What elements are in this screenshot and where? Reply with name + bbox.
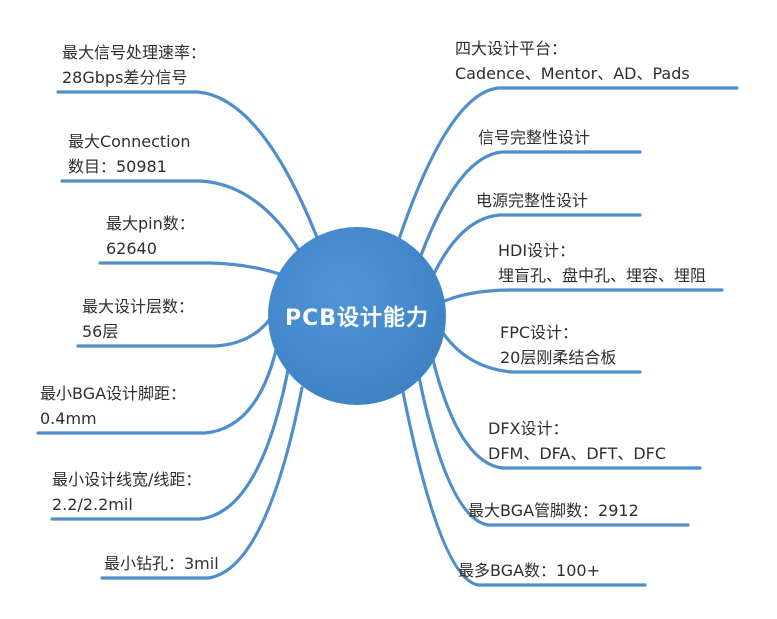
branch-curve-right-7: [417, 375, 690, 527]
branch-label-line1: 四大设计平台：: [455, 39, 568, 58]
branch-hdi-design: HDI设计： 埋盲孔、盘中孔、埋容、埋阻: [498, 238, 706, 288]
branch-label-line2: 2.2/2.2mil: [52, 495, 133, 514]
branch-min-bga-pitch: 最小BGA设计脚距： 0.4mm: [40, 381, 186, 431]
branch-label-line1: 最小设计线宽/线距：: [52, 470, 202, 489]
branch-curve-right-6: [430, 354, 702, 470]
branch-max-bga-count: 最多BGA数：100+: [458, 558, 600, 583]
branch-label-line2: 56层: [82, 322, 119, 341]
branch-curve-right-1: [396, 86, 739, 244]
branch-max-layer-count: 最大设计层数： 56层: [82, 294, 194, 344]
center-node: PCB设计能力: [268, 227, 446, 405]
branch-design-platforms: 四大设计平台： Cadence、Mentor、AD、Pads: [455, 36, 690, 86]
branch-min-drill: 最小钻孔：3mil: [104, 551, 219, 576]
branch-curve-left-2: [60, 179, 302, 254]
branch-label-line1: HDI设计：: [498, 241, 576, 260]
branch-label-line2: 28Gbps差分信号: [62, 68, 188, 87]
branch-min-trace-width-spacing: 最小设计线宽/线距： 2.2/2.2mil: [52, 467, 201, 517]
branch-curve-right-2: [418, 150, 642, 260]
branch-curve-right-4: [438, 288, 724, 305]
branch-curve-left-5: [36, 344, 279, 435]
branch-curve-left-3: [98, 261, 287, 278]
branch-max-pin-count: 最大pin数： 62640: [106, 211, 195, 261]
branch-max-bga-pins: 最大BGA管脚数：2912: [468, 498, 639, 523]
branch-max-connection: 最大Connection 数目：50981: [68, 129, 191, 179]
branch-max-signal-rate: 最大信号处理速率： 28Gbps差分信号: [62, 40, 206, 90]
branch-curve-right-3: [430, 213, 642, 280]
branch-curve-left-7: [100, 386, 304, 580]
branch-label-line1: 电源完整性设计: [476, 191, 589, 210]
branch-curve-left-6: [50, 368, 290, 521]
branch-label-line2: 20层刚柔结合板: [500, 348, 617, 367]
branch-label-line1: 最小BGA设计脚距：: [40, 384, 187, 403]
branch-label-line1: 最大pin数：: [106, 214, 195, 233]
branch-label-line1: 最大BGA管脚数：2912: [468, 501, 639, 520]
branch-fpc-design: FPC设计： 20层刚柔结合板: [500, 320, 616, 370]
branch-label-line1: 最大设计层数：: [82, 297, 195, 316]
branch-label-line1: 最多BGA数：100+: [458, 561, 600, 580]
branch-label-line1: FPC设计：: [500, 323, 579, 342]
branch-label-line1: 最大Connection: [68, 132, 191, 151]
branch-power-integrity: 电源完整性设计: [476, 188, 588, 213]
center-label: PCB设计能力: [284, 306, 430, 331]
branch-label-line1: DFX设计：: [488, 419, 569, 438]
branch-curve-right-8: [401, 390, 647, 587]
branch-label-line1: 最小钻孔：3mil: [104, 554, 219, 573]
branch-label-line2: Cadence、Mentor、AD、Pads: [455, 64, 690, 83]
branch-label-line2: 0.4mm: [40, 409, 97, 428]
branch-label-line1: 最大信号处理速率：: [62, 43, 207, 62]
branch-label-line2: 数目：50981: [68, 157, 167, 176]
branch-label-line2: DFM、DFA、DFT、DFC: [488, 444, 667, 463]
branch-dfx-design: DFX设计： DFM、DFA、DFT、DFC: [488, 416, 666, 466]
branch-label-line1: 信号完整性设计: [478, 128, 591, 147]
branch-curve-left-1: [56, 90, 320, 242]
branch-curve-right-5: [439, 328, 642, 374]
branch-label-line2: 埋盲孔、盘中孔、埋容、埋阻: [498, 266, 707, 285]
branch-label-line2: 62640: [106, 239, 157, 258]
branch-signal-integrity: 信号完整性设计: [478, 125, 590, 150]
